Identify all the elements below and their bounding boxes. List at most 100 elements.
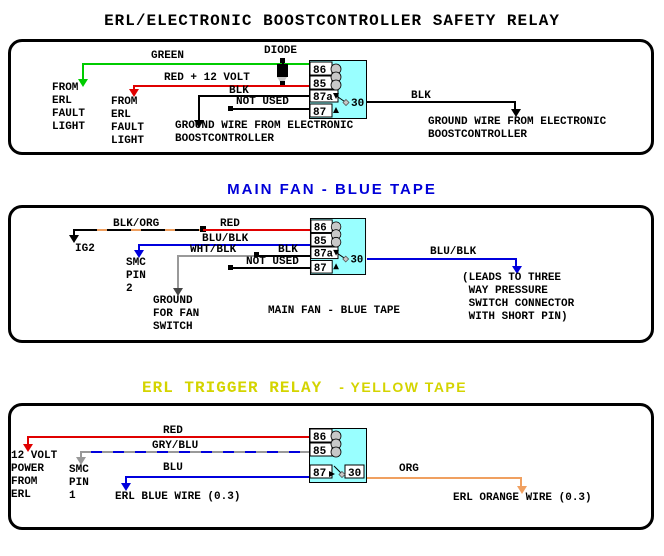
wire-whtblk-label: WHT/BLK — [190, 244, 237, 256]
wire-blublk-vertical — [138, 244, 140, 251]
relay1-pin-30: 30 — [351, 98, 364, 110]
smc-pin1-label: SMC PIN 1 — [69, 464, 89, 502]
wire-junction — [254, 252, 259, 257]
ground-wire-left-label: GROUND WIRE FROM ELECTRONIC BOOSTCONTROL… — [175, 120, 354, 145]
arrowhead-blue-down — [121, 483, 131, 491]
wire-gryblu-vertical — [80, 451, 82, 458]
page-title: ERL/ELECTRONIC BOOSTCONTROLLER SAFETY RE… — [104, 12, 560, 30]
twelve-volt-label: 12 VOLT POWER FROM ERL — [11, 450, 58, 501]
coil-icon — [330, 446, 342, 458]
wire-green-label: GREEN — [151, 50, 185, 62]
relay2-pin-85: 85 — [314, 236, 327, 248]
arrowhead-black-down — [511, 109, 521, 117]
wire-blublk-30-vertical — [515, 258, 517, 267]
wire-blkorg-horizontal — [73, 229, 203, 231]
arrowhead-black-down — [194, 120, 204, 128]
wire-red-horizontal — [27, 436, 311, 438]
diode-top-junction — [280, 58, 285, 63]
wire-blublk-30-horizontal — [367, 258, 517, 260]
relay2-pin-87: 87 — [314, 263, 327, 275]
wire-org-vertical — [520, 477, 522, 487]
from-erl-fault-light-2: FROM ERL FAULT LIGHT — [111, 96, 145, 147]
arrowhead-orange-down — [517, 486, 527, 494]
contact-arrow-87a — [333, 249, 339, 256]
wire-not-used — [231, 108, 311, 110]
relay2-pin-86: 86 — [314, 223, 327, 235]
wire-blk-30-horizontal — [367, 101, 516, 103]
arrowhead-red-down — [129, 89, 139, 97]
wire-red-12v-label: RED + 12 VOLT — [164, 72, 250, 84]
relay3-pin-85: 85 — [313, 446, 327, 458]
contact-arrow-87 — [333, 107, 339, 113]
ground-fan-label: GROUND FOR FAN SWITCH — [153, 295, 200, 333]
relay-3: 86 85 87 30 — [309, 428, 367, 483]
arrowhead-green-down — [78, 79, 88, 87]
leads-note: (LEADS TO THREE WAY PRESSURE SWITCH CONN… — [462, 272, 575, 323]
switch-pivot — [342, 255, 350, 263]
wire-blu-vertical — [125, 476, 127, 484]
relay3-pin-30: 30 — [348, 468, 361, 480]
wire-org-horizontal — [367, 477, 522, 479]
section-title-erl-trigger-part1: ERL TRIGGER RELAY — [142, 379, 323, 397]
arrowhead-blue-down — [512, 266, 522, 274]
not-used-label: NOT USED — [246, 256, 299, 268]
relay1-pin-87: 87 — [313, 107, 326, 119]
ground-wire-right-label: GROUND WIRE FROM ELECTRONIC BOOSTCONTROL… — [428, 116, 607, 141]
wire-blublk-label: BLU/BLK — [202, 233, 249, 245]
diode-bottom-junction — [280, 81, 285, 86]
smc-pin2-label: SMC PIN 2 — [126, 257, 146, 295]
section-title-erl-trigger: ERL TRIGGER RELAY - YELLOW TAPE — [142, 379, 467, 397]
wire-org-label: ORG — [399, 463, 419, 475]
relay2-pin-87a: 87a — [314, 249, 334, 261]
contact-arrow-87a — [333, 93, 339, 99]
wire-gryblu-label: GRY/BLU — [152, 440, 199, 452]
wire-not-used — [231, 267, 311, 269]
diode-body — [277, 64, 288, 77]
wire-red-label: RED — [163, 425, 183, 437]
arrowhead-gray-down — [76, 457, 86, 465]
not-used-endpoint — [228, 106, 233, 111]
arrowhead-red-down — [23, 444, 33, 452]
contact-arrow-87 — [329, 471, 335, 477]
wire-blkorg-vertical — [73, 229, 75, 236]
arrowhead-blue-down — [134, 250, 144, 258]
wire-red-horizontal — [203, 229, 311, 231]
wire-blu-label: BLU — [163, 462, 183, 474]
relay1-pin-86: 86 — [313, 65, 326, 77]
wire-blk-87a-horizontal — [198, 95, 311, 97]
switch-pivot — [342, 98, 350, 107]
main-fan-caption: MAIN FAN - BLUE TAPE — [268, 305, 401, 317]
not-used-endpoint — [228, 265, 233, 270]
diode-label: DIODE — [264, 45, 298, 57]
erl-orange-wire-label: ERL ORANGE WIRE (0.3) — [453, 492, 592, 504]
wire-red-vertical — [27, 436, 29, 445]
relay-2: 86 85 87a 87 30 — [309, 218, 367, 275]
wire-blkorg-label: BLK/ORG — [113, 218, 160, 230]
wire-blu-horizontal — [125, 476, 311, 478]
relay3-pin-87: 87 — [313, 468, 326, 480]
wire-blk-30-vertical — [514, 101, 516, 110]
relay3-pin-86: 86 — [313, 432, 326, 444]
wire-blk-label: BLK — [229, 85, 249, 97]
erl-blue-wire-label: ERL BLUE WIRE (0.3) — [115, 491, 241, 503]
from-erl-fault-light-1: FROM ERL FAULT LIGHT — [52, 82, 86, 133]
wire-blublk-horizontal — [138, 244, 311, 246]
relay-1: 86 85 87a 87 30 — [309, 60, 367, 119]
switch-pivot — [338, 470, 346, 479]
wire-gryblu-horizontal — [80, 451, 311, 453]
wire-red-12v-horizontal — [133, 85, 311, 87]
wire-whtblk-vertical — [177, 255, 179, 289]
section-title-erl-trigger-part2: - YELLOW TAPE — [339, 379, 468, 395]
relay1-pin-87a: 87a — [313, 92, 333, 104]
wire-blk-87a-horizontal — [257, 255, 311, 257]
coil-icon — [330, 79, 342, 91]
wire-red-12v-vertical — [133, 85, 135, 90]
wire-green-horizontal — [82, 63, 311, 65]
wire-blk-label: BLK — [278, 244, 298, 256]
wire-green-vertical — [82, 63, 84, 80]
wire-red-label: RED — [220, 218, 240, 230]
coil-icon — [330, 236, 342, 248]
wire-whtblk-horizontal — [177, 255, 257, 257]
relay2-pin-30: 30 — [351, 254, 364, 266]
